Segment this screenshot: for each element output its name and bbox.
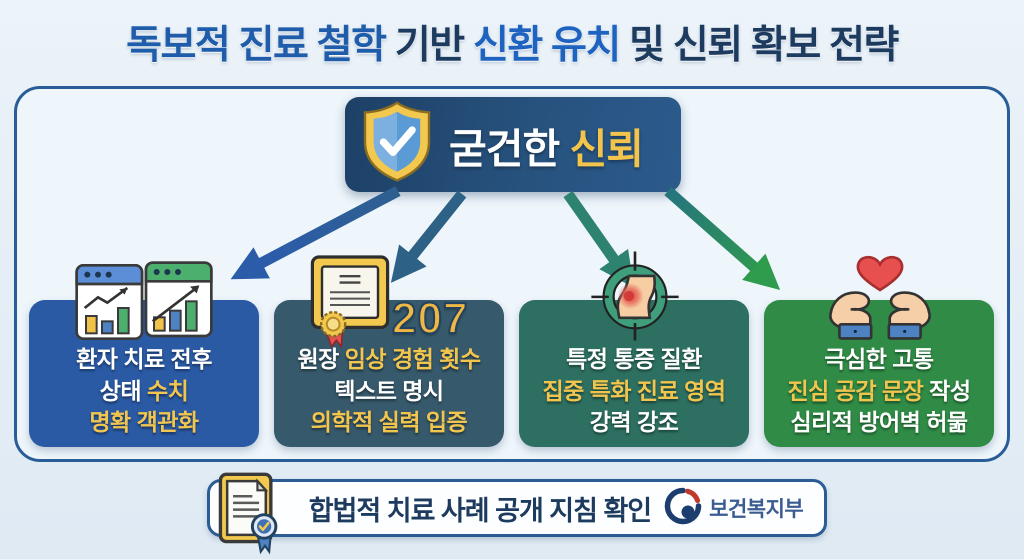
title-segment: 신환 유치 [472, 24, 630, 67]
ministry-name: 보건복지부 [709, 498, 804, 521]
trust-header-box: 굳건한 신뢰 [345, 97, 681, 192]
card-text: 원장 임상 경험 횟수 텍스트 명시 의학적 실력 입증 [297, 346, 481, 435]
experience-count-badge: 207 [391, 293, 469, 344]
compliance-banner-text: 합법적 치료 사례 공개 지침 확인 [308, 495, 652, 526]
card-empathy-sentence-writing: 극심한 고통 진심 공감 문장 작성 심리적 방어벽 허묾 [764, 300, 994, 447]
compliance-banner: 합법적 치료 사례 공개 지침 확인 보건복지부 [207, 479, 827, 537]
shield-check-icon [357, 100, 437, 189]
card-before-after-objectification: 환자 치료 전후 상태 수치 명확 객관화 [29, 300, 259, 447]
card-text: 극심한 고통 진심 공감 문장 작성 심리적 방어벽 허묾 [787, 346, 971, 435]
title-segment: 기반 [394, 24, 473, 67]
ministry-logo-group: 보건복지부 [663, 486, 804, 531]
card-text: 특정 통증 질환 집중 특화 진료 영역 강력 강조 [542, 346, 726, 435]
title-segment: 독보적 진료 철학 [126, 24, 395, 67]
card-text: 환자 치료 전후 상태 수치 명확 객관화 [76, 346, 212, 435]
title-segment: 신뢰 확보 전략 [672, 24, 899, 67]
card-clinical-experience-proof: 원장 임상 경험 횟수 텍스트 명시 의학적 실력 입증 [274, 300, 504, 447]
trust-label: 굳건한 신뢰 [449, 125, 644, 172]
page-title: 독보적 진료 철학 기반 신환 유치 및 신뢰 확보 전략 [0, 14, 1024, 70]
title-segment: 및 [629, 24, 673, 67]
moh-gov-emblem-icon [663, 486, 703, 531]
card-specialized-pain-treatment: 특정 통증 질환 집중 특화 진료 영역 강력 강조 [519, 300, 749, 447]
